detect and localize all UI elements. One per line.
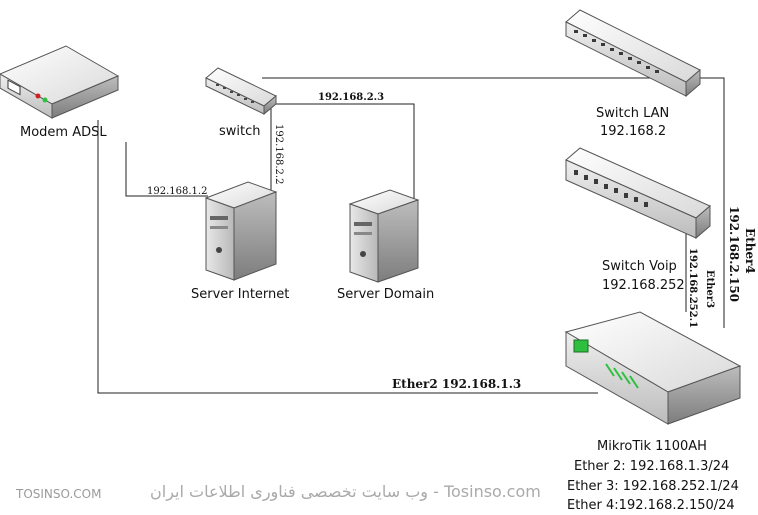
mikrotik-port-ether3: Ether 3: 192.168.252.1/24 <box>567 479 739 494</box>
modem-label: Modem ADSL <box>20 125 107 140</box>
mikrotik-label: MikroTik 1100AH <box>597 439 707 454</box>
link-switch-mikrotik-ether4 <box>262 77 725 328</box>
link-label-192-168-1-2: 192.168.1.2 <box>147 186 207 197</box>
mikrotik-status-led-icon <box>573 339 589 353</box>
link-label-ether3-ip: 192.168.252.1 <box>687 248 698 328</box>
switch-voip-device <box>565 147 711 240</box>
server-domain-device <box>348 189 420 283</box>
server-domain-label: Server Domain <box>337 287 434 302</box>
mikrotik-port-ether2: Ether 2: 192.168.1.3/24 <box>574 459 729 474</box>
modem-led-red <box>35 93 41 99</box>
switch-lan-ip: 192.168.2 <box>600 124 666 139</box>
mikrotik-port-ether4: Ether 4:192.168.2.150/24 <box>567 498 735 513</box>
link-modem-server-internet <box>125 142 208 197</box>
switch-voip-label: Switch Voip <box>602 259 677 274</box>
watermark-center: وب سایت تخصصی فناوری اطلاعات ایران - Tos… <box>150 482 541 502</box>
small-switch-device <box>205 67 277 116</box>
link-switch-server-domain <box>276 103 415 200</box>
modem-led-green <box>42 97 48 103</box>
small-switch-label: switch <box>219 124 261 139</box>
link-label-ether2: Ether2 192.168.1.3 <box>392 377 521 391</box>
connection-lines <box>97 77 725 394</box>
switch-voip-ip: 192.168.252 <box>602 278 685 293</box>
link-label-ether4-ip: 192.168.2.150 <box>727 206 741 302</box>
link-label-192-168-2-3: 192.168.2.3 <box>318 92 384 103</box>
link-label-ether4-name: Ether4 <box>743 228 757 274</box>
modem-adsl-device <box>0 45 120 119</box>
watermark-left: TOSINSO.COM <box>15 487 101 501</box>
server-internet-drive <box>210 216 228 220</box>
switch-lan-label: Switch LAN <box>596 106 669 121</box>
server-internet-label: Server Internet <box>191 287 289 302</box>
link-modem-mikrotik-ether2 <box>97 120 598 394</box>
modem-port-icon <box>7 79 21 96</box>
server-domain-drive <box>354 222 372 226</box>
link-label-192-168-2-2: 192.168.2.2 <box>273 124 284 184</box>
server-internet-device <box>204 181 278 281</box>
mikrotik-router-device <box>564 311 742 425</box>
link-label-ether3-name: Ether3 <box>704 270 715 308</box>
switch-lan-device <box>565 9 701 98</box>
